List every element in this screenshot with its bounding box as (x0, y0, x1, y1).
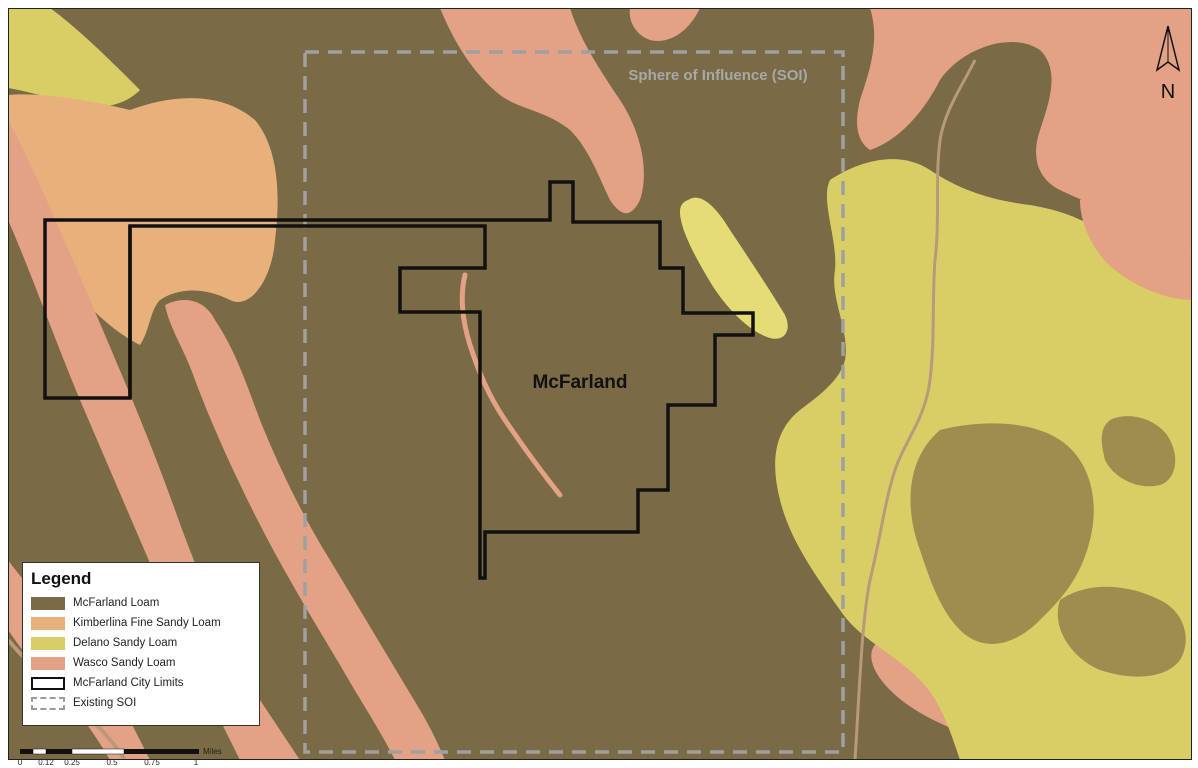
legend-item: Delano Sandy Loam (31, 633, 251, 653)
legend: Legend McFarland Loam Kimberlina Fine Sa… (22, 562, 260, 726)
legend-label: McFarland City Limits (73, 677, 184, 689)
soi-label: Sphere of Influence (SOI) (628, 67, 807, 84)
legend-label: Existing SOI (73, 697, 137, 709)
scale-tick-0-25: 0.25 (64, 758, 80, 767)
scale-tick-0-5: 0.5 (106, 758, 118, 767)
wasco-sandy-loam-strip-left (8, 120, 300, 760)
legend-item: McFarland City Limits (31, 673, 251, 693)
city-limits-boundary (43, 180, 755, 580)
wasco-sandy-loam-strip-mid (165, 300, 445, 760)
road-line (853, 59, 977, 760)
scale-tick-0: 0 (18, 758, 23, 767)
north-arrow-icon: N (1155, 25, 1181, 103)
mcfarland-loam-patch-right (910, 423, 1094, 644)
legend-swatch-mcfarland-loam (31, 596, 65, 610)
legend-label: Delano Sandy Loam (73, 637, 178, 649)
legend-swatch-kimberlina (31, 616, 65, 630)
delano-sandy-loam-area-topleft (8, 8, 140, 107)
legend-swatch-existing-soi (31, 696, 65, 710)
scale-tick-0-75: 0.75 (144, 758, 160, 767)
legend-item: Kimberlina Fine Sandy Loam (31, 613, 251, 633)
scale-unit-label: Miles (203, 747, 222, 756)
legend-swatch-delano (31, 636, 65, 650)
legend-item: Wasco Sandy Loam (31, 653, 251, 673)
scale-tick-1: 1 (194, 758, 199, 767)
mcfarland-loam-patch-right-low (1057, 586, 1186, 677)
legend-label: Kimberlina Fine Sandy Loam (73, 617, 221, 629)
legend-item: McFarland Loam (31, 593, 251, 613)
legend-label: McFarland Loam (73, 597, 160, 609)
delano-sandy-loam-area-center (680, 197, 788, 339)
city-label: McFarland (532, 372, 627, 393)
legend-swatch-wasco (31, 656, 65, 670)
legend-swatch-city-limits (31, 676, 65, 690)
wasco-sandy-loam-area-top (440, 8, 644, 214)
scale-bar-labels: 0 0.12 0.25 0.5 0.75 1 Miles (18, 747, 222, 767)
scale-tick-0-12: 0.12 (38, 758, 54, 767)
north-label: N (1161, 81, 1175, 103)
legend-title: Legend (31, 569, 92, 588)
wasco-sandy-loam-inner-right (1080, 196, 1192, 300)
mcfarland-loam-patch-right-small (1101, 416, 1176, 487)
legend-item: Existing SOI (31, 693, 251, 713)
scale-bar (20, 748, 199, 755)
legend-label: Wasco Sandy Loam (73, 657, 176, 669)
wasco-sandy-loam-area-top-small (629, 8, 700, 41)
soi-boundary (303, 50, 845, 754)
